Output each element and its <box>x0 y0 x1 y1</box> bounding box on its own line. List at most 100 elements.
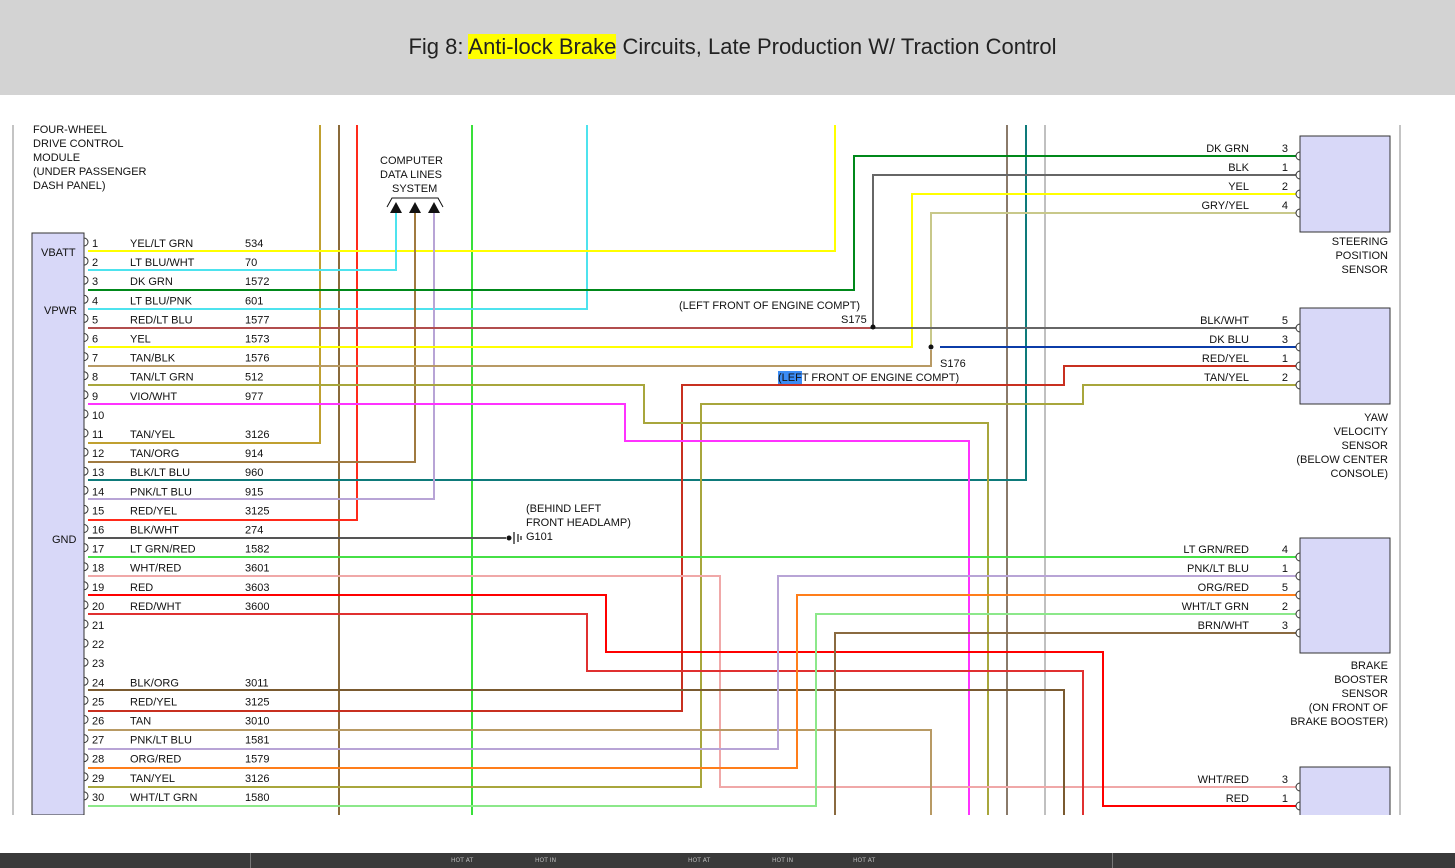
component-connector-icon <box>1295 801 1301 811</box>
pin-connector-icon <box>83 619 89 629</box>
pin-wire-color: TAN/ORG <box>130 448 179 460</box>
pin-circuit: 3601 <box>245 563 269 575</box>
component-connector-icon <box>1295 208 1301 218</box>
component-connector-icon <box>1295 609 1301 619</box>
wire-yel-lt-grn-1 <box>88 125 836 252</box>
module-label-line: (UNDER PASSENGER <box>33 166 147 178</box>
component-name: BOOSTER <box>1334 674 1388 686</box>
component-pin-number: 5 <box>1282 582 1288 594</box>
pin-number: 3 <box>92 276 98 288</box>
wire-wht-lt-grn-30 <box>88 613 1296 807</box>
component-connector-icon <box>1295 571 1301 581</box>
wire-pnk-lt-blu-27 <box>88 575 1296 750</box>
component-pin-number: 1 <box>1282 793 1288 805</box>
component-wire-label: WHT/RED <box>1198 774 1249 786</box>
splice-s176-dot <box>928 344 934 350</box>
wire-org-red-28 <box>88 594 1296 769</box>
s176-location: (LEFT FRONT OF ENGINE COMPT) <box>778 372 959 384</box>
pin-circuit: 3010 <box>245 716 269 728</box>
pin-connector-icon <box>83 256 89 266</box>
g101-label: G101 <box>526 531 553 543</box>
pin-wire-color: RED/WHT <box>130 601 182 613</box>
pin-circuit: 3011 <box>245 677 269 689</box>
wire-yel-6 <box>88 193 1296 348</box>
bottom-bar-label: HOT AT <box>853 857 876 864</box>
component-connector-icon <box>1295 323 1301 333</box>
s175-location: (LEFT FRONT OF ENGINE COMPT) <box>679 300 860 312</box>
pin-connector-icon <box>83 753 89 763</box>
pin-number: 10 <box>92 410 104 422</box>
pin-number: 29 <box>92 773 104 785</box>
pin-wire-color: DK GRN <box>130 276 173 288</box>
pin-wire-color: TAN/YEL <box>130 429 175 441</box>
wire-pnk-lt-blu-14 <box>88 213 435 500</box>
splice-s175-dot <box>870 324 876 330</box>
component-wire-label: DK BLU <box>1209 334 1249 346</box>
component-wire-label: WHT/LT GRN <box>1182 601 1249 613</box>
pin-wire-color: TAN/LT GRN <box>130 372 194 384</box>
pin-connector-icon <box>83 313 89 323</box>
bottom-bar-divider <box>250 853 251 868</box>
pin-circuit: 977 <box>245 391 263 403</box>
component-name: (ON FRONT OF <box>1309 702 1389 714</box>
wire-gry-yel <box>930 212 1296 347</box>
component-name: SENSOR <box>1342 688 1389 700</box>
pin-wire-color: WHT/RED <box>130 563 181 575</box>
ground-g101: (BEHIND LEFT FRONT HEADLAMP) G101 <box>506 503 631 544</box>
component-pin-number: 4 <box>1282 544 1288 556</box>
pin-number: 7 <box>92 353 98 365</box>
pin-connector-icon <box>83 734 89 744</box>
pin-number: 15 <box>92 505 104 517</box>
pin-wire-color: RED/LT BLU <box>130 314 193 326</box>
wire-red-yel-25 <box>88 365 1296 712</box>
pin-number: 1 <box>92 238 98 250</box>
pin-wire-color: BLK/LT BLU <box>130 467 190 479</box>
component-connector-icon <box>1295 189 1301 199</box>
pin-number: 30 <box>92 792 104 804</box>
component-wire-label: PNK/LT BLU <box>1187 563 1249 575</box>
pin-number: 26 <box>92 716 104 728</box>
component-name: SENSOR <box>1342 440 1389 452</box>
pin-circuit: 1580 <box>245 792 269 804</box>
component-pin-number: 3 <box>1282 143 1288 155</box>
pin-number: 11 <box>92 429 103 441</box>
component-pin-number: 3 <box>1282 620 1288 632</box>
pin-number: 27 <box>92 735 104 747</box>
pin-connector-icon <box>83 447 89 457</box>
pin-number: 21 <box>92 620 104 632</box>
component-wire-label: BRN/WHT <box>1198 620 1250 632</box>
component-pin-number: 3 <box>1282 774 1288 786</box>
pin-connector-icon <box>83 600 89 610</box>
pin-connector-icon <box>83 371 89 381</box>
wire-tan-26 <box>88 729 932 815</box>
component-body <box>1299 135 1391 233</box>
component-body <box>1299 766 1391 815</box>
wire-vio-wht-9 <box>88 403 970 815</box>
component-wire-label: DK GRN <box>1206 143 1249 155</box>
pin-circuit: 1582 <box>245 544 269 556</box>
wire-tan-yel-29 <box>88 384 1296 788</box>
pin-wire-color: BLK/WHT <box>130 525 179 537</box>
wires <box>88 125 1296 815</box>
pin-circuit: 512 <box>245 372 263 384</box>
pin-connector-icon <box>83 409 89 419</box>
module-label-line: DRIVE CONTROL <box>33 138 123 150</box>
pin-connector-icon <box>83 657 89 667</box>
pin-connector-icon <box>83 676 89 686</box>
diagram-frame <box>12 125 1401 815</box>
pin-number: 22 <box>92 639 104 651</box>
pin-circuit: 274 <box>245 525 263 537</box>
pin-circuit: 1576 <box>245 353 269 365</box>
s175-label: S175 <box>841 314 867 326</box>
wire-lt-blu-pnk-4 <box>88 125 588 310</box>
pin-circuit: 1573 <box>245 334 269 346</box>
wire-red-yel-15 <box>88 125 358 521</box>
component-name: YAW <box>1364 412 1388 424</box>
wire-wht-red-18 <box>88 575 1296 788</box>
pin-wire-color: VIO/WHT <box>130 391 177 403</box>
pin-group-gnd: GND <box>52 534 77 546</box>
pin-number: 24 <box>92 677 104 689</box>
component-wire-label: TAN/YEL <box>1204 372 1249 384</box>
pin-connector-icon <box>83 504 89 514</box>
